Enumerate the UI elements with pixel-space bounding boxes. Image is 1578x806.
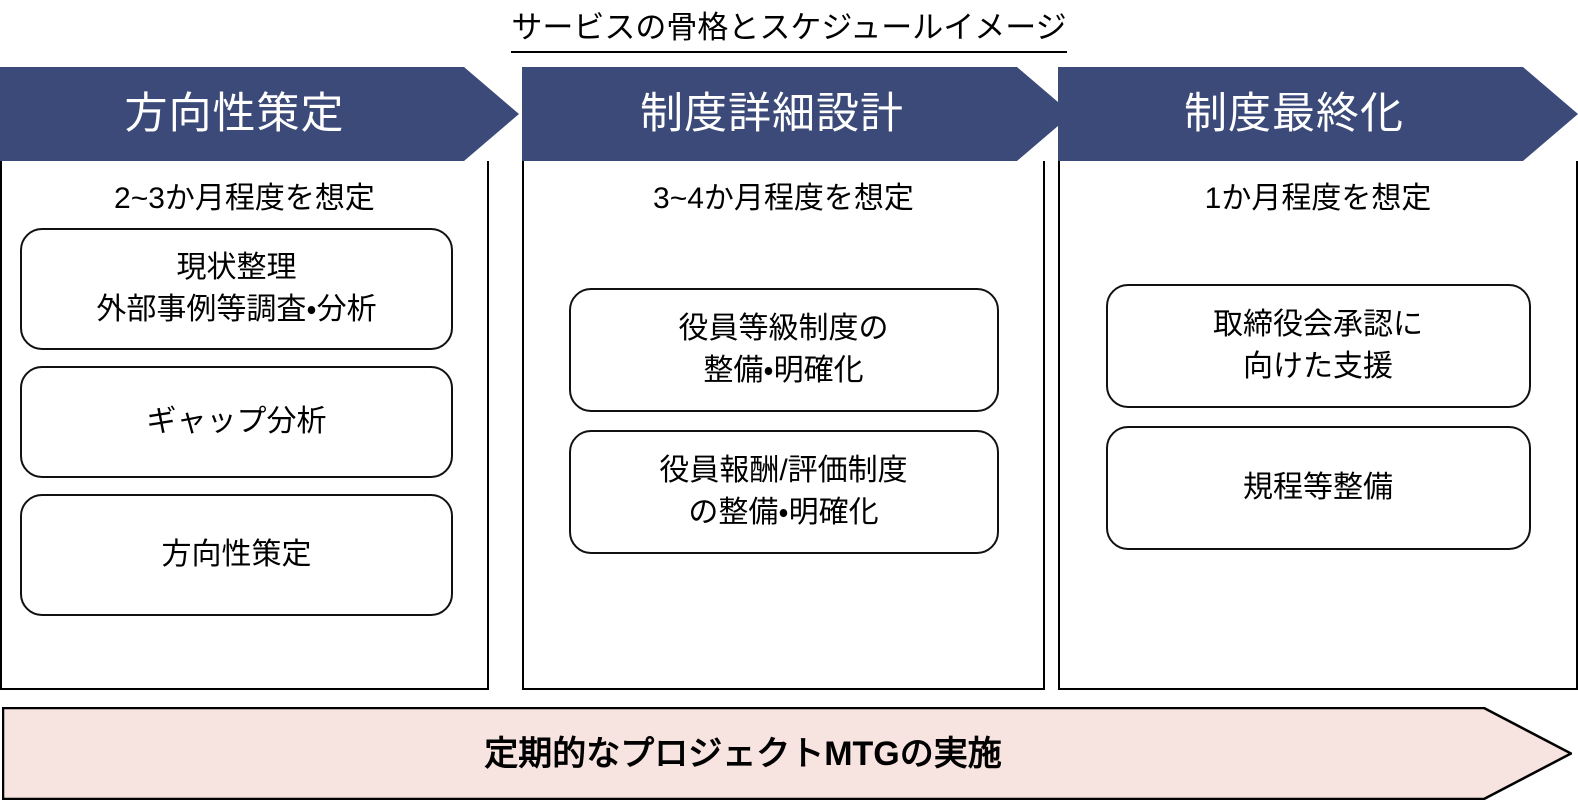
task-line: 役員等級制度の: [678, 312, 889, 345]
task-box[interactable]: 規程等整備: [1105, 426, 1531, 550]
task-line: 取締役会承認に: [1213, 308, 1423, 341]
task-line: 向けた支援: [1243, 350, 1393, 383]
task-box[interactable]: 現状整理 外部事例等調査・分析: [20, 228, 453, 350]
phase-column-2: 制度詳細設計 3~4か月程度を想定 役員等級制度の 整備・明確化 役員報酬/評価…: [522, 67, 1072, 690]
task-box[interactable]: 取締役会承認に 向けた支援: [1105, 284, 1531, 408]
phase-header-chevron-2: 制度詳細設計: [522, 67, 1072, 161]
phase-header-chevron-1: 方向性策定: [0, 67, 519, 161]
task-line: 役員報酬/評価制度: [659, 454, 908, 487]
task-line: 整備・明確化: [703, 354, 864, 387]
task-line: 外部事例等調査・分析: [96, 293, 377, 326]
phase-header-label-2: 制度詳細設計: [640, 90, 904, 138]
page-title-text: サービスの骨格とスケジュールイメージ: [511, 6, 1067, 53]
task-list-2: 役員等級制度の 整備・明確化 役員報酬/評価制度 の整備・明確化: [524, 288, 1043, 554]
task-line: 規程等整備: [1243, 471, 1393, 504]
phase-header-chevron-3: 制度最終化: [1058, 67, 1578, 161]
phase-column-3: 制度最終化 1か月程度を想定 取締役会承認に 向けた支援 規程等整備: [1058, 67, 1578, 690]
task-list-1: 現状整理 外部事例等調査・分析 ギャップ分析 方向性策定: [2, 228, 487, 616]
phase-body-2: 3~4か月程度を想定 役員等級制度の 整備・明確化 役員報酬/評価制度 の整備・…: [522, 161, 1045, 690]
phase-duration-1: 2~3か月程度を想定: [114, 182, 375, 215]
page-title: サービスの骨格とスケジュールイメージ: [0, 6, 1578, 53]
phase-duration-3: 1か月程度を想定: [1204, 182, 1432, 215]
task-box[interactable]: 役員等級制度の 整備・明確化: [568, 288, 999, 412]
task-line: 方向性策定: [161, 538, 312, 571]
task-box[interactable]: 方向性策定: [20, 494, 453, 616]
phase-column-1: 方向性策定 2~3か月程度を想定 現状整理 外部事例等調査・分析 ギャップ分析 …: [0, 67, 519, 690]
task-line: ギャップ分析: [146, 405, 327, 438]
task-list-3: 取締役会承認に 向けた支援 規程等整備: [1060, 284, 1576, 550]
task-box[interactable]: 役員報酬/評価制度 の整備・明確化: [568, 430, 999, 554]
task-box[interactable]: ギャップ分析: [20, 366, 453, 478]
phase-duration-2: 3~4か月程度を想定: [653, 182, 914, 215]
ongoing-activity-arrow: 定期的なプロジェクトMTGの実施: [2, 707, 1572, 800]
phase-body-3: 1か月程度を想定 取締役会承認に 向けた支援 規程等整備: [1058, 161, 1578, 690]
ongoing-activity-label: 定期的なプロジェクトMTGの実施: [484, 734, 1002, 773]
phase-header-label-1: 方向性策定: [124, 90, 345, 138]
phase-header-label-3: 制度最終化: [1184, 90, 1404, 138]
phase-body-1: 2~3か月程度を想定 現状整理 外部事例等調査・分析 ギャップ分析 方向性策定: [0, 161, 489, 690]
task-line: の整備・明確化: [688, 496, 879, 529]
task-line: 現状整理: [176, 251, 297, 284]
